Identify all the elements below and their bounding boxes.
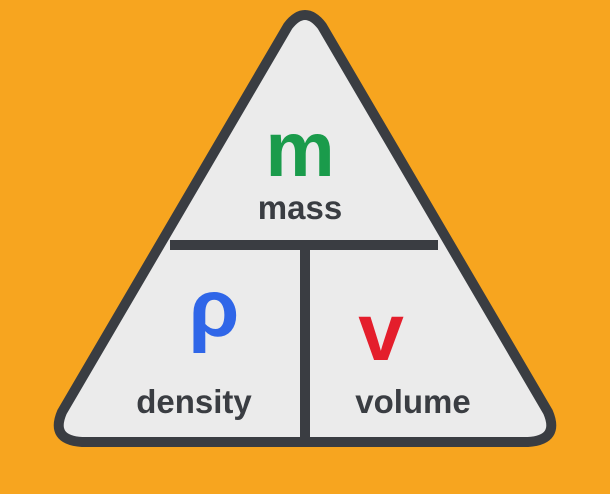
density-section: ρ density bbox=[136, 263, 252, 420]
density-label: density bbox=[136, 383, 252, 420]
triangle-outline bbox=[53, 10, 557, 447]
mass-symbol: m bbox=[265, 105, 334, 193]
volume-symbol: v bbox=[358, 287, 404, 378]
mass-label: mass bbox=[258, 189, 342, 226]
volume-label: volume bbox=[355, 383, 471, 420]
density-symbol: ρ bbox=[189, 263, 240, 354]
volume-section: v volume bbox=[355, 287, 471, 420]
mass-section: m mass bbox=[258, 105, 342, 226]
